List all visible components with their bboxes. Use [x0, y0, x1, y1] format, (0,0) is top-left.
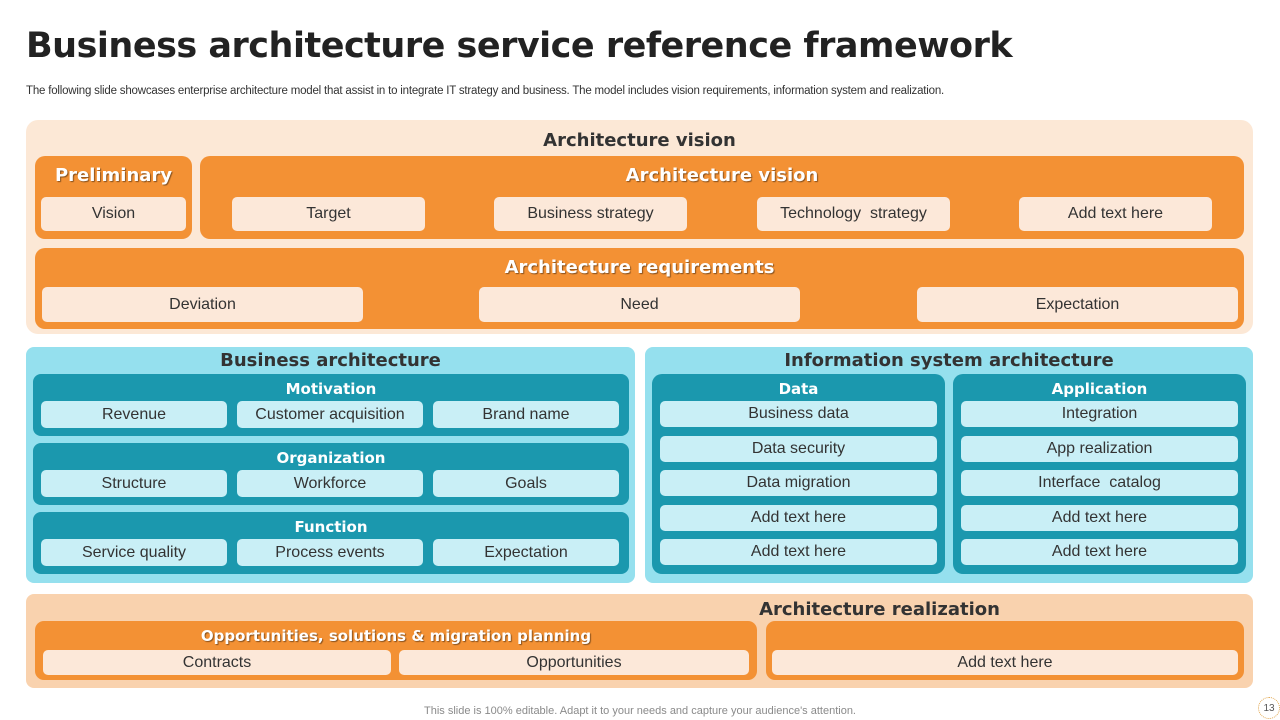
realization-other-panel: Add text here — [766, 621, 1244, 680]
information-system-section: Information system architecture Data Bus… — [645, 347, 1253, 583]
motivation-item: Customer acquisition — [237, 401, 423, 428]
organization-header: Organization — [276, 449, 386, 467]
planning-item: Opportunities — [399, 650, 749, 675]
architecture-vision-section: Architecture vision Preliminary Vision A… — [26, 120, 1253, 334]
architecture-requirements-panel: Architecture requirements Deviation Need… — [35, 248, 1244, 329]
motivation-group: Motivation Revenue Customer acquisition … — [33, 374, 629, 436]
planning-item: Contracts — [43, 650, 391, 675]
architecture-realization-header: Architecture realization — [759, 599, 1000, 620]
organization-item: Workforce — [237, 470, 423, 497]
requirement-item: Need — [479, 287, 800, 322]
business-architecture-section: Business architecture Motivation Revenue… — [26, 347, 635, 583]
page-title: Business architecture service reference … — [26, 26, 1013, 66]
function-group: Function Service quality Process events … — [33, 512, 629, 574]
application-item: Add text here — [961, 505, 1238, 531]
preliminary-header: Preliminary — [54, 165, 173, 186]
application-item: Integration — [961, 401, 1238, 427]
application-header: Application — [1051, 380, 1148, 398]
vision-item: Target — [232, 197, 425, 231]
motivation-header: Motivation — [285, 380, 377, 398]
migration-planning-panel: Opportunities, solutions & migration pla… — [35, 621, 757, 680]
preliminary-panel: Preliminary Vision — [35, 156, 192, 239]
information-system-header: Information system architecture — [784, 350, 1114, 371]
function-item: Process events — [237, 539, 423, 566]
function-item: Service quality — [41, 539, 227, 566]
data-item: Business data — [660, 401, 937, 427]
function-header: Function — [294, 518, 368, 536]
application-group: Application Integration App realization … — [953, 374, 1246, 574]
architecture-vision-panel: Architecture vision Target Business stra… — [200, 156, 1244, 239]
architecture-requirements-header: Architecture requirements — [504, 257, 775, 278]
motivation-item: Brand name — [433, 401, 619, 428]
application-item: Add text here — [961, 539, 1238, 565]
application-item: App realization — [961, 436, 1238, 462]
organization-item: Structure — [41, 470, 227, 497]
requirement-item: Expectation — [917, 287, 1238, 322]
data-item: Data migration — [660, 470, 937, 496]
architecture-vision-section-header: Architecture vision — [543, 130, 736, 151]
data-header: Data — [778, 380, 819, 398]
data-item: Add text here — [660, 505, 937, 531]
vision-item: Business strategy — [494, 197, 687, 231]
vision-item: Technology strategy — [757, 197, 950, 231]
realization-item: Add text here — [772, 650, 1238, 675]
footer-note: This slide is 100% editable. Adapt it to… — [424, 705, 856, 717]
preliminary-item: Vision — [41, 197, 186, 231]
data-item: Add text here — [660, 539, 937, 565]
application-item: Interface catalog — [961, 470, 1238, 496]
organization-group: Organization Structure Workforce Goals — [33, 443, 629, 505]
function-item: Expectation — [433, 539, 619, 566]
migration-planning-header: Opportunities, solutions & migration pla… — [200, 627, 592, 645]
vision-item: Add text here — [1019, 197, 1212, 231]
organization-item: Goals — [433, 470, 619, 497]
data-item: Data security — [660, 436, 937, 462]
data-group: Data Business data Data security Data mi… — [652, 374, 945, 574]
architecture-realization-section: Architecture realization Opportunities, … — [26, 594, 1253, 688]
motivation-item: Revenue — [41, 401, 227, 428]
business-architecture-header: Business architecture — [220, 350, 441, 371]
page-subtitle: The following slide showcases enterprise… — [26, 85, 945, 97]
requirement-item: Deviation — [42, 287, 363, 322]
page-number-badge: 13 — [1258, 697, 1280, 719]
architecture-vision-header: Architecture vision — [625, 165, 819, 186]
